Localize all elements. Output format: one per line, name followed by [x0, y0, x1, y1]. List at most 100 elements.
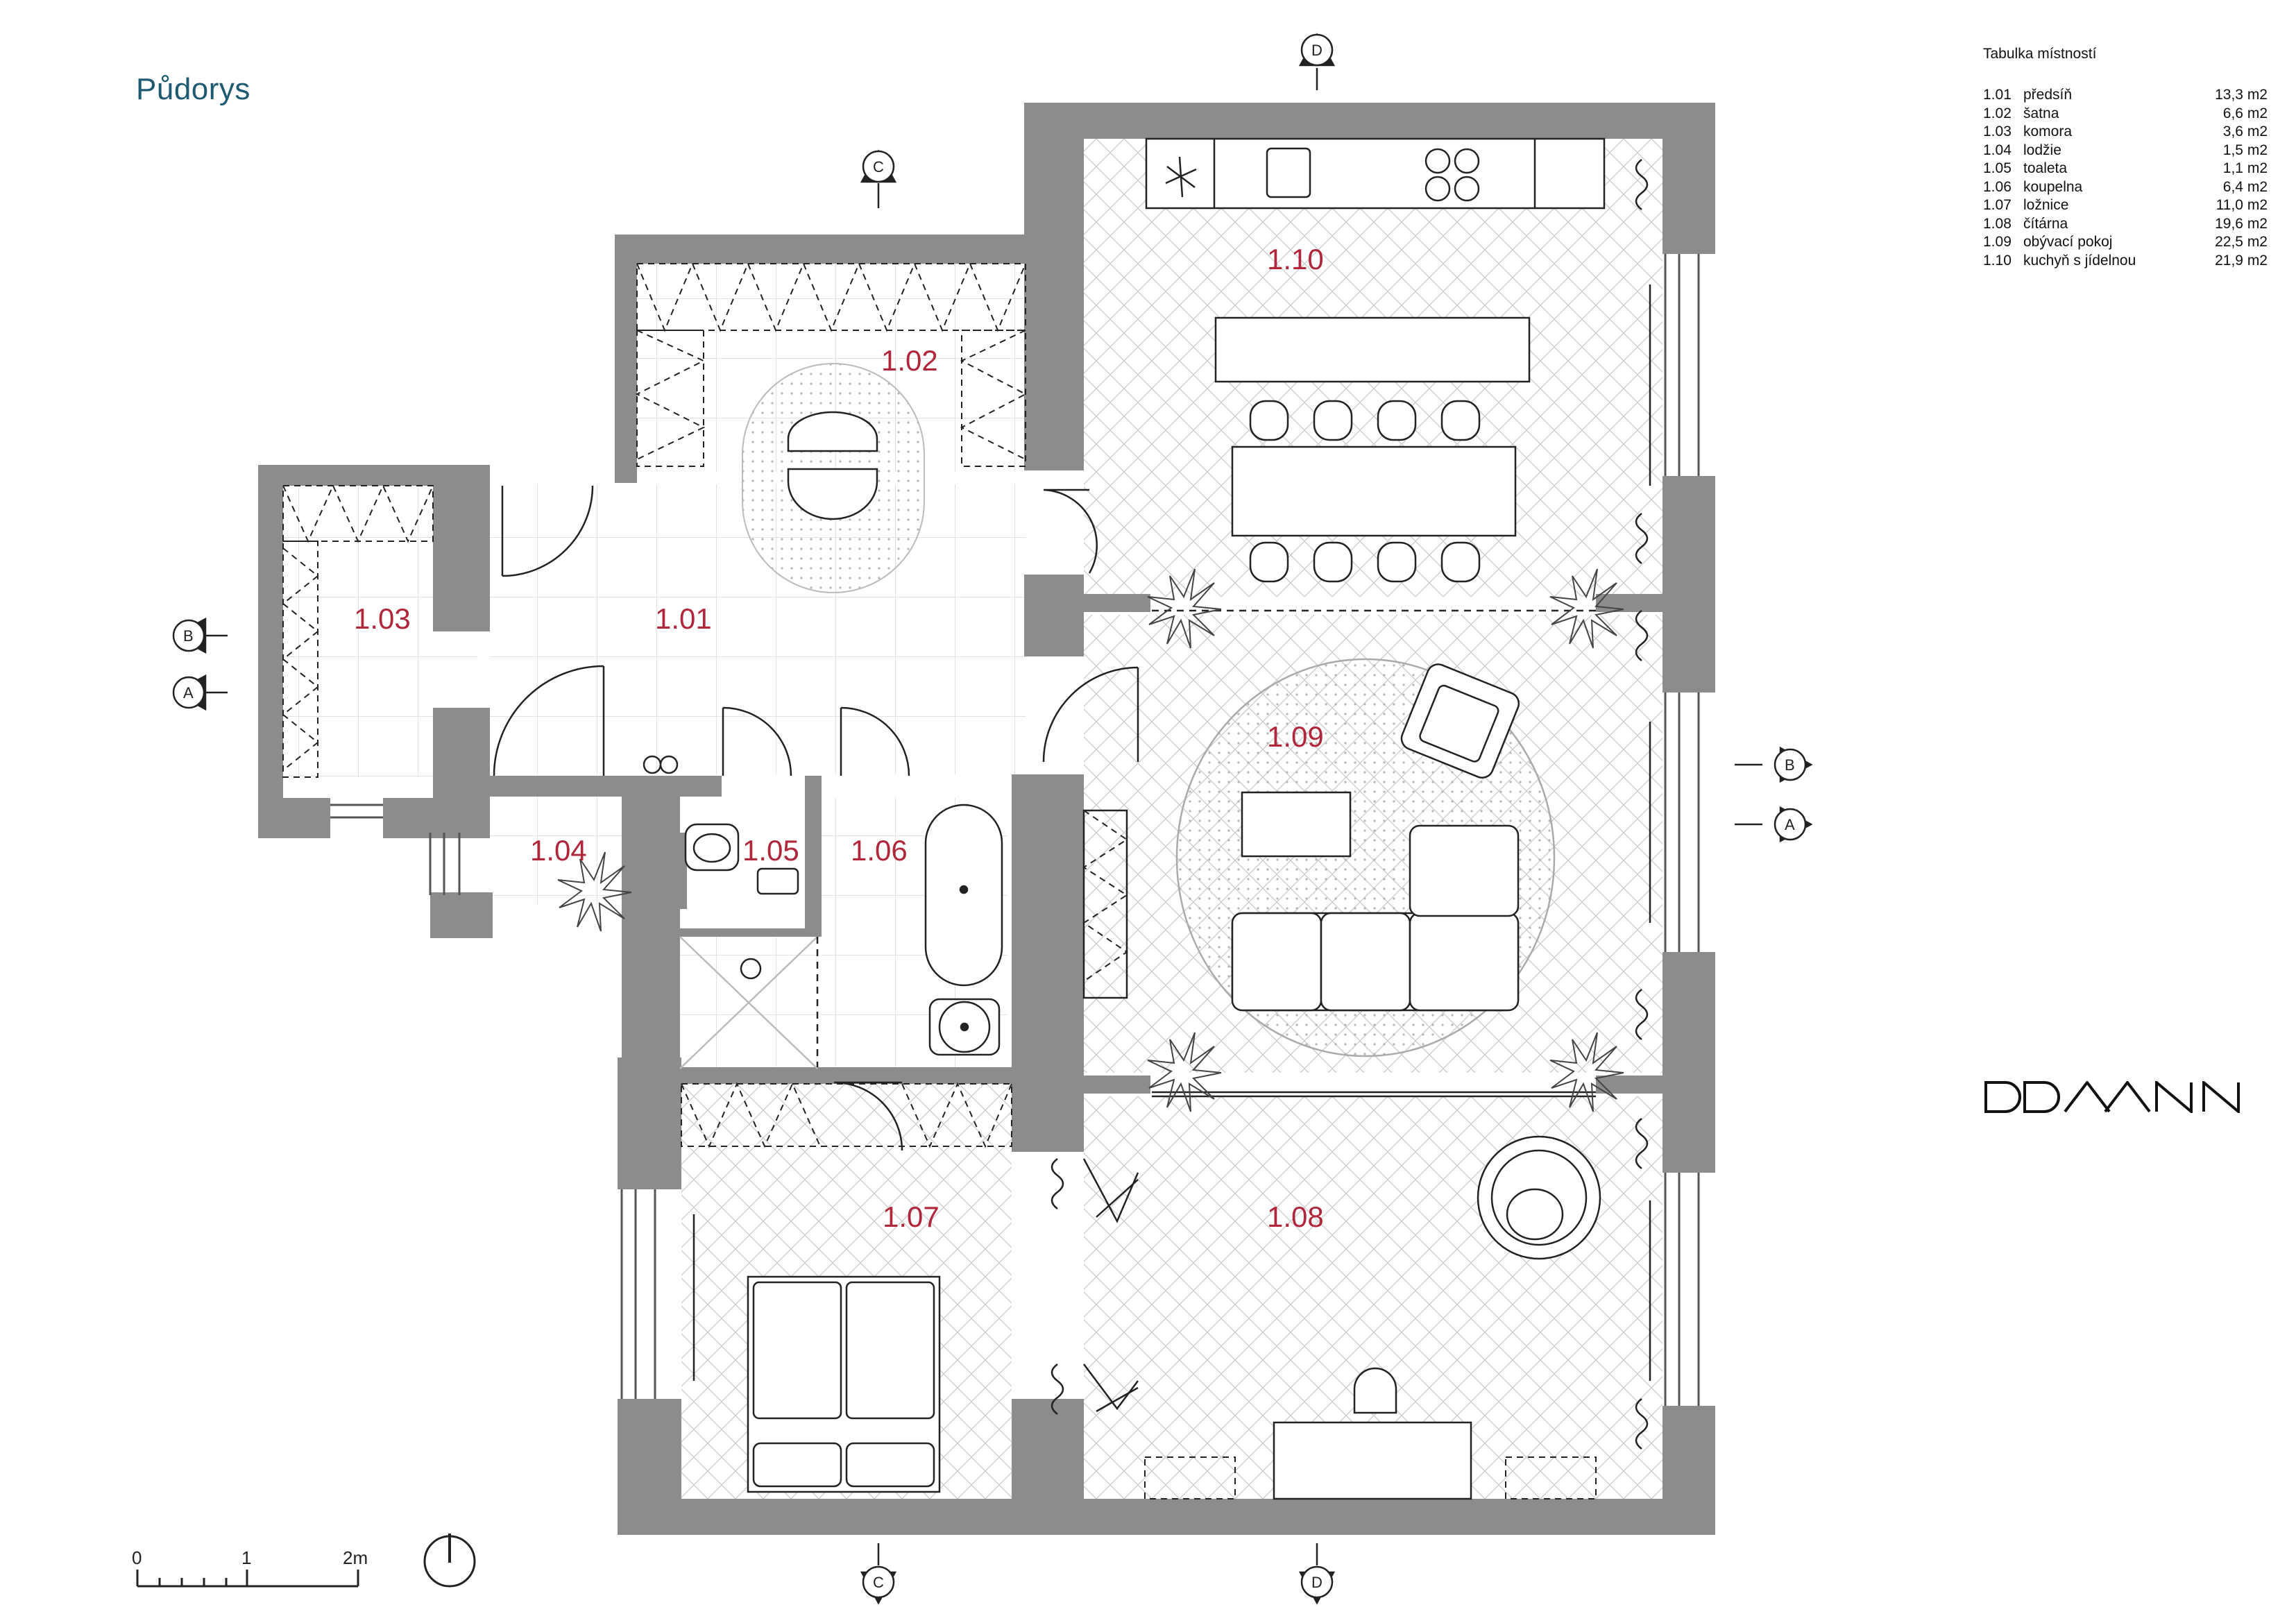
- chair-icon: [1377, 541, 1417, 583]
- wall: [433, 486, 490, 631]
- page-title: Půdorys: [136, 72, 250, 106]
- section-marker-letter: A: [183, 684, 194, 702]
- wardrobe-doors: [282, 547, 319, 771]
- room-label-104: 1.04: [530, 834, 587, 867]
- wall: [459, 465, 490, 507]
- section-marker-c-top: C: [860, 149, 897, 208]
- plant-icon: [1549, 568, 1624, 649]
- kitchen: [1145, 137, 1606, 583]
- schedule-row: 1.10 kuchyň s jídelnou 21,9 m2: [1983, 252, 2268, 271]
- section-marker-letter: B: [183, 627, 194, 645]
- section-marker-letter: A: [1785, 816, 1795, 833]
- wall: [1024, 575, 1084, 656]
- ddaann-logo: [1984, 1081, 2240, 1113]
- door-swing: [722, 706, 792, 776]
- section-marker-circle: [862, 150, 895, 183]
- section-marker-b-right: B: [1735, 746, 1813, 783]
- wardrobe-doors: [960, 330, 1028, 460]
- wall: [1024, 103, 1715, 139]
- wc-bowl: [692, 833, 731, 863]
- curtains: [692, 159, 1651, 1450]
- door-swing: [501, 485, 594, 577]
- cooktop-burner-icon: [1425, 148, 1451, 174]
- wall: [618, 1499, 1715, 1535]
- door-swing: [1083, 1363, 1139, 1413]
- scale-label-1: 1: [241, 1547, 251, 1568]
- window: [1664, 692, 1700, 952]
- room-area: 6,6 m2: [2222, 105, 2268, 121]
- drain: [960, 1022, 969, 1032]
- north-arrow-icon: [423, 1533, 476, 1588]
- window: [1664, 254, 1700, 476]
- room-label-103: 1.03: [354, 602, 411, 635]
- desk-cabinet: [1144, 1456, 1236, 1499]
- cooktop-burner-icon: [1454, 176, 1480, 202]
- door-swing: [493, 665, 605, 776]
- wardrobe-doors: [636, 262, 1026, 332]
- room-code: 1.04: [1983, 142, 2012, 158]
- walls: [258, 103, 1715, 1535]
- room-label-101: 1.01: [655, 602, 712, 635]
- dining-table: [1231, 445, 1517, 537]
- wall: [1081, 594, 1150, 612]
- room-labels: 1.01 1.02 1.03 1.04 1.05 1.06 1.07 1.08 …: [354, 243, 1324, 1233]
- room-name: kuchyň s jídelnou: [2023, 252, 2136, 269]
- plant-icon: [1147, 1032, 1222, 1112]
- room-code: 1.08: [1983, 215, 2012, 232]
- scale-label-2: 2m: [343, 1547, 368, 1568]
- curtain-icon: [1051, 1363, 1064, 1415]
- pouf-top: [1506, 1188, 1564, 1241]
- section-marker-letter: D: [1311, 1574, 1323, 1591]
- room-name: předsíň: [2023, 87, 2073, 103]
- room-name: koupelna: [2023, 178, 2083, 195]
- room-area: 1,5 m2: [2222, 142, 2268, 158]
- key-hook-icon: [643, 755, 679, 774]
- chair-icon: [1249, 400, 1289, 441]
- wall: [666, 833, 687, 909]
- armchair-icon: [1400, 663, 1520, 779]
- doors: [493, 485, 1596, 1413]
- wall: [618, 1399, 681, 1535]
- plants: [557, 568, 1624, 1112]
- section-marker-circle: [1300, 33, 1334, 67]
- section-marker-circle: [172, 619, 205, 652]
- section-marker-a-left: A: [172, 674, 228, 711]
- dining-chairs: [1249, 400, 1481, 583]
- section-marker-circle: [1774, 748, 1807, 781]
- chair-icon: [1440, 400, 1481, 441]
- schedule-heading: Tabulka místností: [1983, 46, 2097, 62]
- door-swing: [840, 706, 910, 776]
- room-code: 1.10: [1983, 252, 2012, 269]
- room-area: 13,3 m2: [2215, 87, 2268, 103]
- curtain-icon: [1635, 513, 1649, 564]
- wall: [680, 928, 822, 937]
- door-swing: [1043, 488, 1098, 574]
- chair-icon: [1440, 541, 1481, 583]
- kitchen-counter: [1145, 137, 1606, 210]
- room-name: obývací pokoj: [2023, 234, 2113, 250]
- section-marker-letter: D: [1311, 42, 1323, 59]
- section-marker-letter: C: [873, 158, 884, 176]
- wall: [615, 235, 637, 483]
- section-marker-b-left: B: [172, 617, 228, 654]
- room-name: toaleta: [2023, 160, 2068, 176]
- bathtub: [924, 804, 1003, 987]
- room-area: 6,4 m2: [2222, 178, 2268, 195]
- room-area: 21,9 m2: [2215, 252, 2268, 269]
- section-marker-c-bottom: C: [860, 1543, 897, 1605]
- logo-letter-d: [1984, 1081, 2021, 1113]
- windows: [330, 254, 1700, 1406]
- sliding-door: [1152, 1091, 1596, 1098]
- wall: [1012, 774, 1084, 1152]
- room-area: 22,5 m2: [2215, 234, 2268, 250]
- wall: [433, 708, 490, 801]
- window: [1664, 1173, 1700, 1406]
- room-code: 1.06: [1983, 178, 2012, 195]
- sofa-seat: [1231, 912, 1323, 1012]
- bed-half: [752, 1281, 842, 1420]
- bathrooms: [679, 804, 1003, 1069]
